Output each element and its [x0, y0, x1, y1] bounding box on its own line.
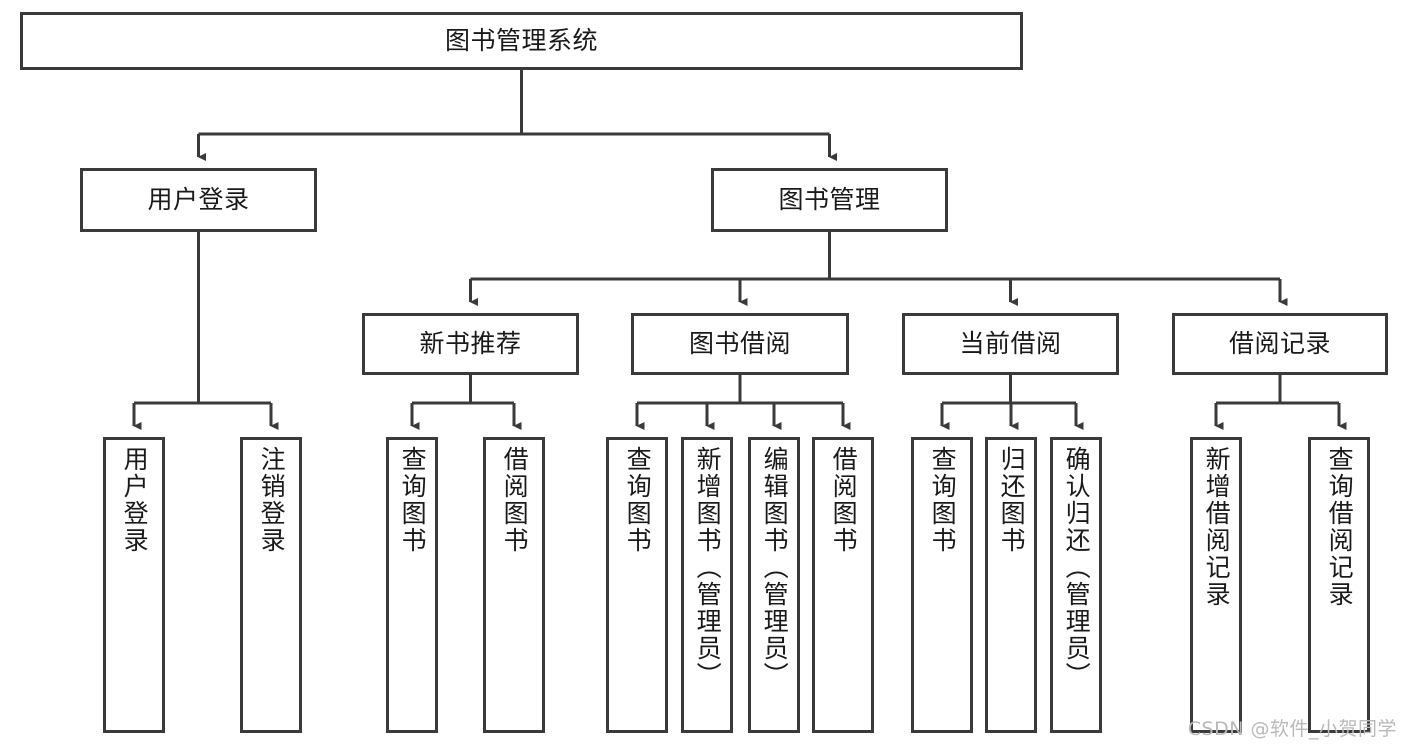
node-user-login[interactable]: 用户登录 — [80, 168, 317, 232]
node-label: 新增借阅记录 — [1202, 446, 1232, 608]
node-leaf-user-login[interactable]: 用户登录 — [103, 437, 165, 733]
node-book-manage[interactable]: 图书管理 — [711, 168, 948, 232]
node-label: 借阅图书 — [500, 446, 530, 554]
node-label: 新增图书（管理员） — [693, 446, 723, 689]
node-leaf-add-book[interactable]: 新增图书（管理员） — [681, 437, 733, 733]
node-leaf-confirm-return[interactable]: 确认归还（管理员） — [1050, 437, 1102, 733]
node-leaf-query-record[interactable]: 查询借阅记录 — [1308, 437, 1370, 733]
node-leaf-edit-book[interactable]: 编辑图书（管理员） — [748, 437, 800, 733]
node-leaf-query-book-1[interactable]: 查询图书 — [386, 437, 438, 733]
node-leaf-user-logout[interactable]: 注销登录 — [240, 437, 302, 733]
node-leaf-add-record[interactable]: 新增借阅记录 — [1190, 437, 1242, 733]
node-leaf-borrow-book-1[interactable]: 借阅图书 — [483, 437, 545, 733]
node-label: 图书管理 — [778, 185, 881, 215]
node-leaf-query-book-3[interactable]: 查询图书 — [911, 437, 973, 733]
watermark-text: CSDN @软件_小贺同学 — [1187, 718, 1397, 740]
node-label: 新书推荐 — [419, 329, 522, 359]
node-label: 图书借阅 — [688, 329, 791, 359]
node-label: 归还图书 — [997, 446, 1027, 554]
node-label: 用户登录 — [147, 185, 250, 215]
node-root[interactable]: 图书管理系统 — [20, 12, 1023, 70]
node-label: 用户登录 — [120, 446, 150, 554]
node-new-book-rec[interactable]: 新书推荐 — [362, 313, 579, 375]
node-label: 借阅图书 — [829, 446, 859, 554]
node-leaf-query-book-2[interactable]: 查询图书 — [606, 437, 668, 733]
node-current-borrow[interactable]: 当前借阅 — [902, 313, 1119, 375]
node-leaf-return-book[interactable]: 归还图书 — [985, 437, 1037, 733]
node-label: 查询图书 — [928, 446, 958, 554]
node-label: 编辑图书（管理员） — [760, 446, 790, 689]
node-borrow-records[interactable]: 借阅记录 — [1172, 313, 1388, 375]
node-label: 确认归还（管理员） — [1062, 446, 1092, 689]
node-leaf-borrow-book-2[interactable]: 借阅图书 — [812, 437, 874, 733]
node-label: 查询借阅记录 — [1325, 446, 1355, 608]
node-label: 借阅记录 — [1228, 329, 1331, 359]
node-label: 查询图书 — [398, 446, 428, 554]
node-book-borrow[interactable]: 图书借阅 — [631, 313, 849, 375]
node-label: 注销登录 — [257, 446, 287, 554]
node-label: 图书管理系统 — [444, 26, 598, 56]
node-label: 当前借阅 — [959, 329, 1062, 359]
node-label: 查询图书 — [623, 446, 653, 554]
